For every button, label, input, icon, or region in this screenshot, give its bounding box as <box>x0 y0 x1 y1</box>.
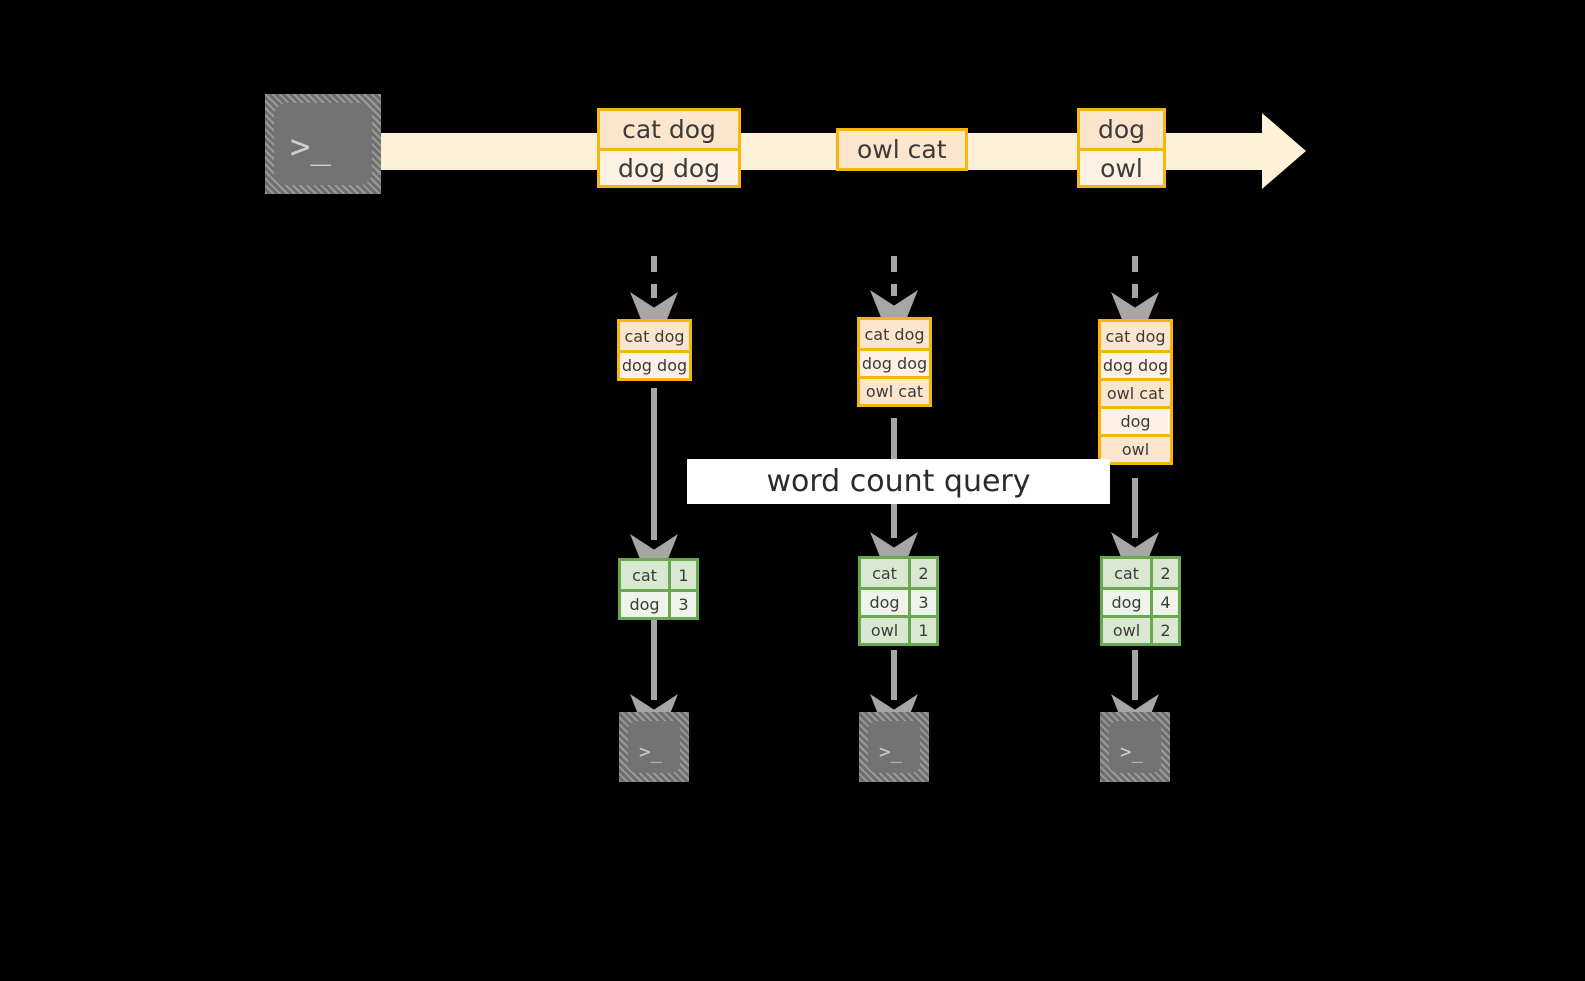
table-row: owl 1 <box>861 615 936 643</box>
count-key: dog <box>1103 590 1150 615</box>
count-key: cat <box>1103 559 1150 587</box>
count-key: cat <box>861 559 908 587</box>
record-row: owl cat <box>860 376 929 404</box>
count-value: 1 <box>668 561 696 589</box>
record-row: dog dog <box>860 348 929 376</box>
record-row: owl cat <box>1101 378 1170 406</box>
record-row: cat dog <box>600 111 739 148</box>
table-row: dog 3 <box>861 587 936 615</box>
record-row: dog dog <box>1101 350 1170 378</box>
count-value: 2 <box>1150 618 1178 643</box>
table-row: dog 4 <box>1103 587 1178 615</box>
record-row: dog <box>1080 111 1164 148</box>
count-table-2[interactable]: cat 2 dog 3 owl 1 <box>858 556 939 646</box>
terminal-screen: >_ <box>868 721 920 773</box>
count-value: 3 <box>668 592 696 617</box>
count-value: 4 <box>1150 590 1178 615</box>
record-row: dog dog <box>600 148 739 185</box>
table-row: cat 1 <box>621 561 696 589</box>
count-key: dog <box>621 592 668 617</box>
table-row: dog 3 <box>621 589 696 617</box>
count-value: 2 <box>908 559 936 587</box>
record-row: cat dog <box>1101 322 1170 350</box>
record-row: cat dog <box>620 322 689 350</box>
stream-records-3[interactable]: dog owl <box>1077 108 1167 188</box>
source-terminal-icon[interactable]: >_ <box>265 94 381 194</box>
record-row: dog dog <box>620 350 689 378</box>
sink-terminal-icon-1[interactable]: >_ <box>619 712 689 782</box>
record-row: dog <box>1101 406 1170 434</box>
record-row: cat dog <box>860 320 929 348</box>
count-key: owl <box>1103 618 1150 643</box>
count-key: owl <box>861 618 908 643</box>
table-row: cat 2 <box>861 559 936 587</box>
count-table-3[interactable]: cat 2 dog 4 owl 2 <box>1100 556 1181 646</box>
stream-records-1[interactable]: cat dog dog dog <box>597 108 742 188</box>
terminal-prompt-text: >_ <box>879 741 902 763</box>
count-key: dog <box>861 590 908 615</box>
table-row: owl 2 <box>1103 615 1178 643</box>
record-row: owl <box>1080 148 1164 185</box>
sink-terminal-icon-2[interactable]: >_ <box>859 712 929 782</box>
terminal-prompt-text: >_ <box>1120 741 1143 763</box>
count-value: 1 <box>908 618 936 643</box>
snapshot-stack-2[interactable]: cat dog dog dog owl cat <box>857 317 932 407</box>
snapshot-stack-3[interactable]: cat dog dog dog owl cat dog owl <box>1098 319 1173 465</box>
snapshot-stack-1[interactable]: cat dog dog dog <box>617 319 692 381</box>
terminal-prompt-text: >_ <box>639 741 662 763</box>
record-row: owl cat <box>839 131 965 168</box>
count-value: 2 <box>1150 559 1178 587</box>
terminal-screen: >_ <box>1109 721 1161 773</box>
stream-records-2[interactable]: owl cat <box>836 128 968 171</box>
table-row: cat 2 <box>1103 559 1178 587</box>
count-key: cat <box>621 561 668 589</box>
count-value: 3 <box>908 590 936 615</box>
terminal-screen: >_ <box>628 721 680 773</box>
count-table-1[interactable]: cat 1 dog 3 <box>618 558 699 620</box>
record-row: owl <box>1101 434 1170 462</box>
word-count-query-label: word count query <box>687 459 1110 504</box>
terminal-prompt-text: >_ <box>290 127 331 167</box>
terminal-screen: >_ <box>274 103 372 185</box>
sink-terminal-icon-3[interactable]: >_ <box>1100 712 1170 782</box>
